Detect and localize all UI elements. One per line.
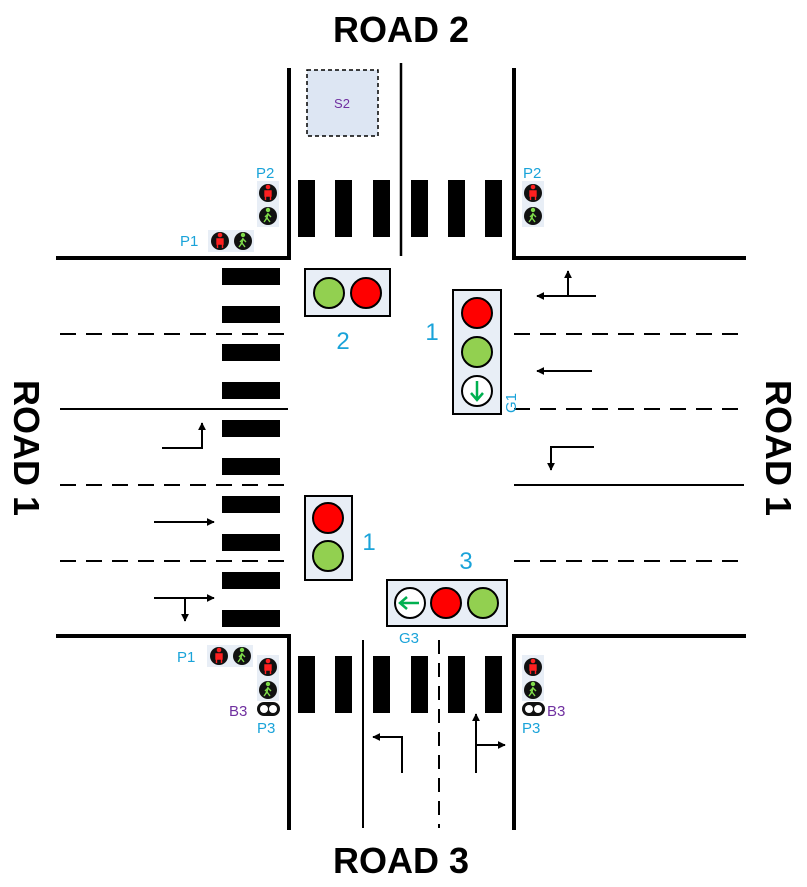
walk-pedestrian-icon: [528, 207, 537, 223]
stop-pedestrian-icon: [264, 184, 272, 200]
ped-p1-top-label: P1: [180, 233, 198, 250]
stop-pedestrian-icon: [529, 658, 537, 674]
ped-p3-right-label: P3: [522, 720, 540, 737]
ped-p2-right-label: P2: [523, 165, 541, 182]
walk-pedestrian-icon: [238, 232, 247, 248]
ped-p3-left-label: P3: [257, 720, 275, 737]
crosswalk-north: [298, 180, 502, 237]
crosswalk-south: [298, 656, 502, 713]
crosswalk-west: [222, 268, 280, 627]
left-arrow-icon: [398, 596, 419, 610]
stop-pedestrian-icon: [216, 232, 224, 248]
ped-signal-p2-right: [522, 181, 544, 227]
signal-g3-label: G3: [399, 630, 419, 647]
sensor-s2-label: S2: [334, 96, 350, 111]
walk-pedestrian-icon: [263, 207, 272, 223]
road-1-title-right: ROAD 1: [758, 380, 799, 516]
signal-1-west-number: 1: [362, 529, 375, 556]
walk-pedestrian-icon: [237, 647, 246, 663]
button-b3-left-label: B3: [229, 703, 247, 720]
sensor-s2: [306, 69, 379, 137]
signal-1-east: [452, 289, 502, 415]
road-3-title: ROAD 3: [333, 840, 469, 881]
walk-pedestrian-icon: [263, 681, 272, 697]
signal-3: [386, 579, 508, 627]
push-button-b3-left[interactable]: [257, 702, 280, 716]
ped-signal-p2-left: [257, 181, 279, 227]
down-arrow-icon: [470, 381, 484, 402]
ped-signal-p1-top: [208, 230, 254, 252]
signal-1-west: [304, 495, 353, 581]
signal-g1-label: G1: [503, 393, 520, 413]
stop-pedestrian-icon: [215, 647, 223, 663]
road-2-title: ROAD 2: [333, 9, 469, 50]
stop-pedestrian-icon: [264, 658, 272, 674]
lane-arrows: [154, 270, 596, 773]
stop-pedestrian-icon: [529, 184, 537, 200]
ped-p1-bottom-label: P1: [177, 649, 195, 666]
lane-markings: [60, 63, 744, 828]
ped-p2-left-label: P2: [256, 165, 274, 182]
ped-signal-p1-bottom: [207, 645, 253, 667]
signal-3-number: 3: [459, 548, 472, 575]
button-b3-right-label: B3: [547, 703, 565, 720]
signal-2-number: 2: [336, 328, 349, 355]
ped-signal-p3-left: [257, 655, 279, 701]
signal-1-east-number: 1: [425, 319, 438, 346]
walk-pedestrian-icon: [528, 681, 537, 697]
push-button-b3-right[interactable]: [522, 702, 545, 716]
signal-2: [304, 268, 391, 317]
road-1-title-left: ROAD 1: [6, 380, 47, 516]
ped-signal-p3-right: [522, 655, 544, 701]
road-curbs: [56, 68, 746, 830]
